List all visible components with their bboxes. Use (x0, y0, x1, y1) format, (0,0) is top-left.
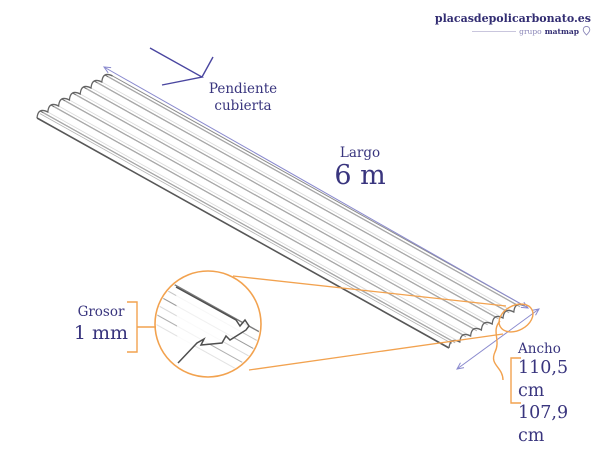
length-dimension-line (102, 66, 530, 309)
sheet-rib-line (58, 105, 471, 337)
sheet-rib-line (86, 88, 499, 320)
slope-arrow (149, 47, 214, 86)
length-label: Largo (339, 145, 381, 161)
sheet-rib-line (96, 82, 510, 314)
sheet-left-end-profile (36, 73, 113, 119)
width-value-upper: 110,5 cm (518, 358, 569, 401)
zoom-source-circle (498, 303, 534, 333)
zoom-lens (154, 270, 262, 378)
zoom-tangent-lines (232, 275, 507, 371)
thickness-value: 1 mm (73, 322, 129, 344)
map-pin-icon (582, 26, 591, 36)
logo-rule (472, 30, 517, 32)
sheet-rib-line (79, 93, 493, 325)
thickness-bracket (127, 301, 156, 353)
thickness-annotation: Grosor 1 mm (68, 304, 134, 345)
sheet-rib-line (101, 81, 515, 313)
width-leader-curve (492, 320, 504, 381)
logo-group-name: matmap (544, 26, 579, 36)
sheet-right-end-profile (448, 303, 525, 349)
width-label: Ancho (518, 341, 561, 357)
width-value-lower: 107,9 cm (518, 403, 569, 446)
sheet-rib-line (75, 94, 488, 326)
slope-label-line2: cubierta (214, 98, 272, 114)
width-annotation: Ancho 110,5 cm 107,9 cm (518, 341, 598, 447)
brand-logo: placasdepolicarbonato.es grupo matmap (435, 13, 591, 36)
brand-logo-subtitle: grupo matmap (435, 26, 591, 36)
width-bracket (510, 357, 521, 404)
length-value: 6 m (334, 160, 386, 191)
slope-label: Pendiente cubierta (197, 81, 289, 115)
slope-label-line1: Pendiente (208, 81, 278, 97)
width-dimension-line (456, 308, 540, 370)
brand-logo-title: placasdepolicarbonato.es (434, 12, 591, 25)
length-annotation: Largo 6 m (308, 146, 412, 191)
sheet-rib-line (53, 106, 467, 338)
lens-profile-edge (175, 286, 250, 364)
logo-group-prefix: grupo (519, 26, 542, 36)
sheet-rib-line (69, 99, 482, 331)
thickness-label: Grosor (77, 304, 125, 320)
